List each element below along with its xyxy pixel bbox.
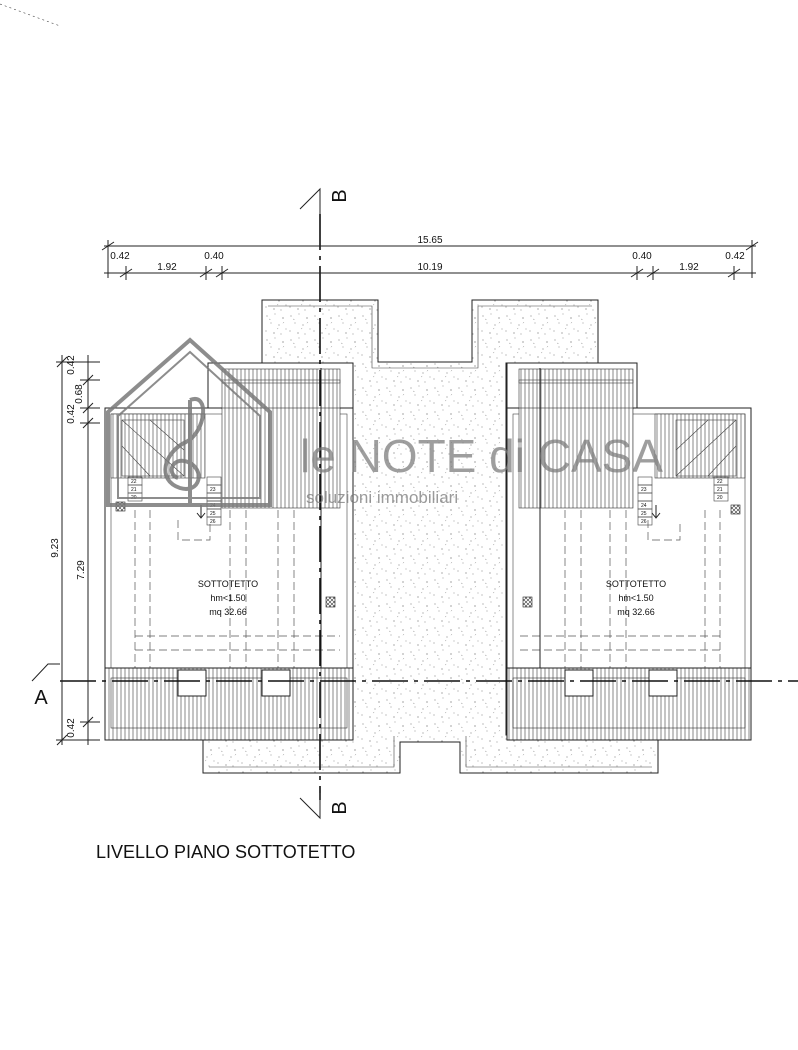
step-label: 26 — [210, 519, 216, 525]
dimension-label: 0.42 — [66, 404, 77, 424]
room-area: mq 32.66 — [209, 607, 247, 617]
brand-tagline-watermark: soluzioni immobiliari — [306, 488, 458, 507]
step-label: 22 — [717, 479, 723, 485]
dimension-label: 0.42 — [725, 251, 745, 262]
step-label: 25 — [641, 511, 647, 517]
section-marker-bottom: B — [329, 801, 351, 814]
dimension-label: 1.92 — [679, 262, 699, 273]
left-unit: 22 21 20 23 24 25 26 — [104, 362, 354, 741]
dimension-label: 7.29 — [76, 560, 87, 580]
step-label: 25 — [210, 511, 216, 517]
step-label: 21 — [131, 487, 137, 493]
step-label: 23 — [641, 487, 647, 493]
corner-mark — [0, 3, 61, 27]
dimension-label: 0.42 — [66, 718, 77, 738]
step-label: 20 — [717, 495, 723, 501]
room-area: mq 32.66 — [617, 607, 655, 617]
step-label: 24 — [641, 503, 647, 509]
dimension-label: 0.40 — [632, 251, 652, 262]
step-label: 26 — [641, 519, 647, 525]
right-unit: 22 21 20 23 24 25 26 — [506, 362, 752, 741]
section-marker-top: B — [329, 189, 351, 202]
dimension-label: 1.92 — [157, 262, 177, 273]
room-name: SOTTOTETTO — [606, 579, 666, 589]
room-height: hm<1.50 — [618, 593, 653, 603]
room-label-right: SOTTOTETTO hm<1.50 mq 32.66 — [606, 579, 666, 617]
section-marker-left: A — [34, 687, 48, 709]
drawing-title: LIVELLO PIANO SOTTOTETTO — [96, 842, 355, 862]
dimension-label: 0.42 — [110, 251, 130, 262]
step-label: 22 — [131, 479, 137, 485]
dimension-label: 9.23 — [50, 538, 61, 558]
room-height: hm<1.50 — [210, 593, 245, 603]
brand-logo-watermark — [106, 337, 272, 507]
step-label: 21 — [717, 487, 723, 493]
left-dimension-lines — [56, 355, 100, 746]
dimension-label: 0.68 — [74, 384, 85, 404]
dimension-total-width: 15.65 — [417, 235, 442, 246]
room-name: SOTTOTETTO — [198, 579, 258, 589]
room-label-left: SOTTOTETTO hm<1.50 mq 32.66 — [198, 579, 258, 617]
brand-name-watermark: le NOTE di CASA — [300, 430, 663, 482]
step-label: 23 — [210, 487, 216, 493]
dimension-label: 10.19 — [417, 262, 442, 273]
top-dimension-lines — [101, 240, 759, 280]
dimension-label: 0.40 — [204, 251, 224, 262]
dimension-label: 0.42 — [66, 355, 77, 375]
